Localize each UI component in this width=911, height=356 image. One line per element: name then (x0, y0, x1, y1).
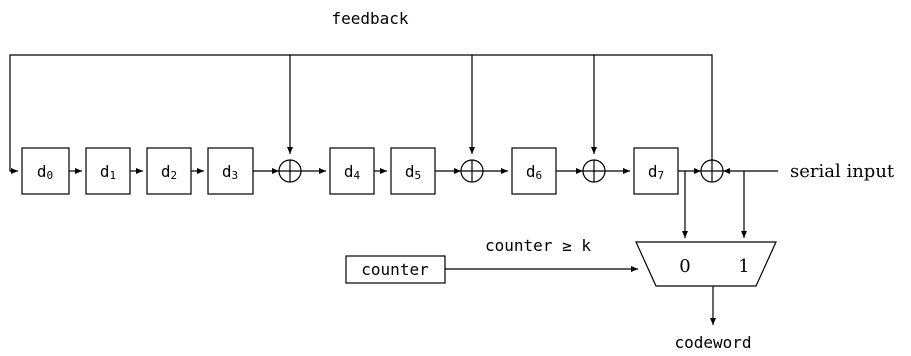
register-name: d (100, 162, 110, 181)
register-name: d (526, 162, 536, 181)
svg-text:d3: d3 (222, 162, 238, 182)
register-subscript: 0 (47, 169, 54, 182)
counter-label: counter (361, 260, 429, 279)
register-subscript: 7 (658, 169, 665, 182)
register-subscript: 6 (536, 169, 543, 182)
svg-text:d6: d6 (526, 162, 542, 182)
mux-feed-wires (682, 171, 747, 238)
mux-input-0-label: 0 (679, 256, 690, 277)
svg-text:d5: d5 (405, 162, 421, 182)
feedback-label: feedback (331, 9, 408, 28)
register-d0: d0 (21, 147, 70, 195)
register-d6: d6 (511, 147, 557, 195)
register-d4: d4 (329, 147, 375, 195)
register-subscript: 4 (354, 169, 361, 182)
register-d1: d1 (85, 147, 131, 195)
xor-adder-3 (582, 159, 606, 183)
codeword-label: codeword (674, 333, 751, 352)
svg-text:d1: d1 (100, 162, 116, 182)
feedback-bus (9, 54, 713, 174)
register-name: d (37, 162, 47, 181)
xor-adder-2 (460, 159, 484, 183)
register-name: d (161, 162, 171, 181)
register-name: d (648, 162, 658, 181)
register-d3: d3 (207, 147, 254, 195)
serial-input-label: serial input (790, 161, 895, 182)
register-d7: d7 (633, 147, 679, 195)
xor-adder-input (700, 159, 724, 183)
register-name: d (222, 162, 232, 181)
register-subscript: 2 (171, 169, 178, 182)
mux-input-1-label: 1 (738, 256, 749, 277)
register-subscript: 1 (110, 169, 117, 182)
register-subscript: 5 (415, 169, 422, 182)
svg-text:d2: d2 (161, 162, 177, 182)
register-subscript: 3 (232, 169, 239, 182)
multiplexer: 0 1 (635, 241, 777, 287)
select-condition-label: counter ≥ k (485, 236, 591, 255)
register-name: d (344, 162, 354, 181)
register-d5: d5 (390, 147, 436, 195)
register-d2: d2 (146, 147, 192, 195)
register-name: d (405, 162, 415, 181)
svg-text:d4: d4 (344, 162, 361, 182)
counter-box: counter (345, 255, 446, 284)
svg-text:d7: d7 (648, 162, 664, 182)
xor-adder-1 (278, 159, 302, 183)
svg-text:d0: d0 (37, 162, 53, 182)
